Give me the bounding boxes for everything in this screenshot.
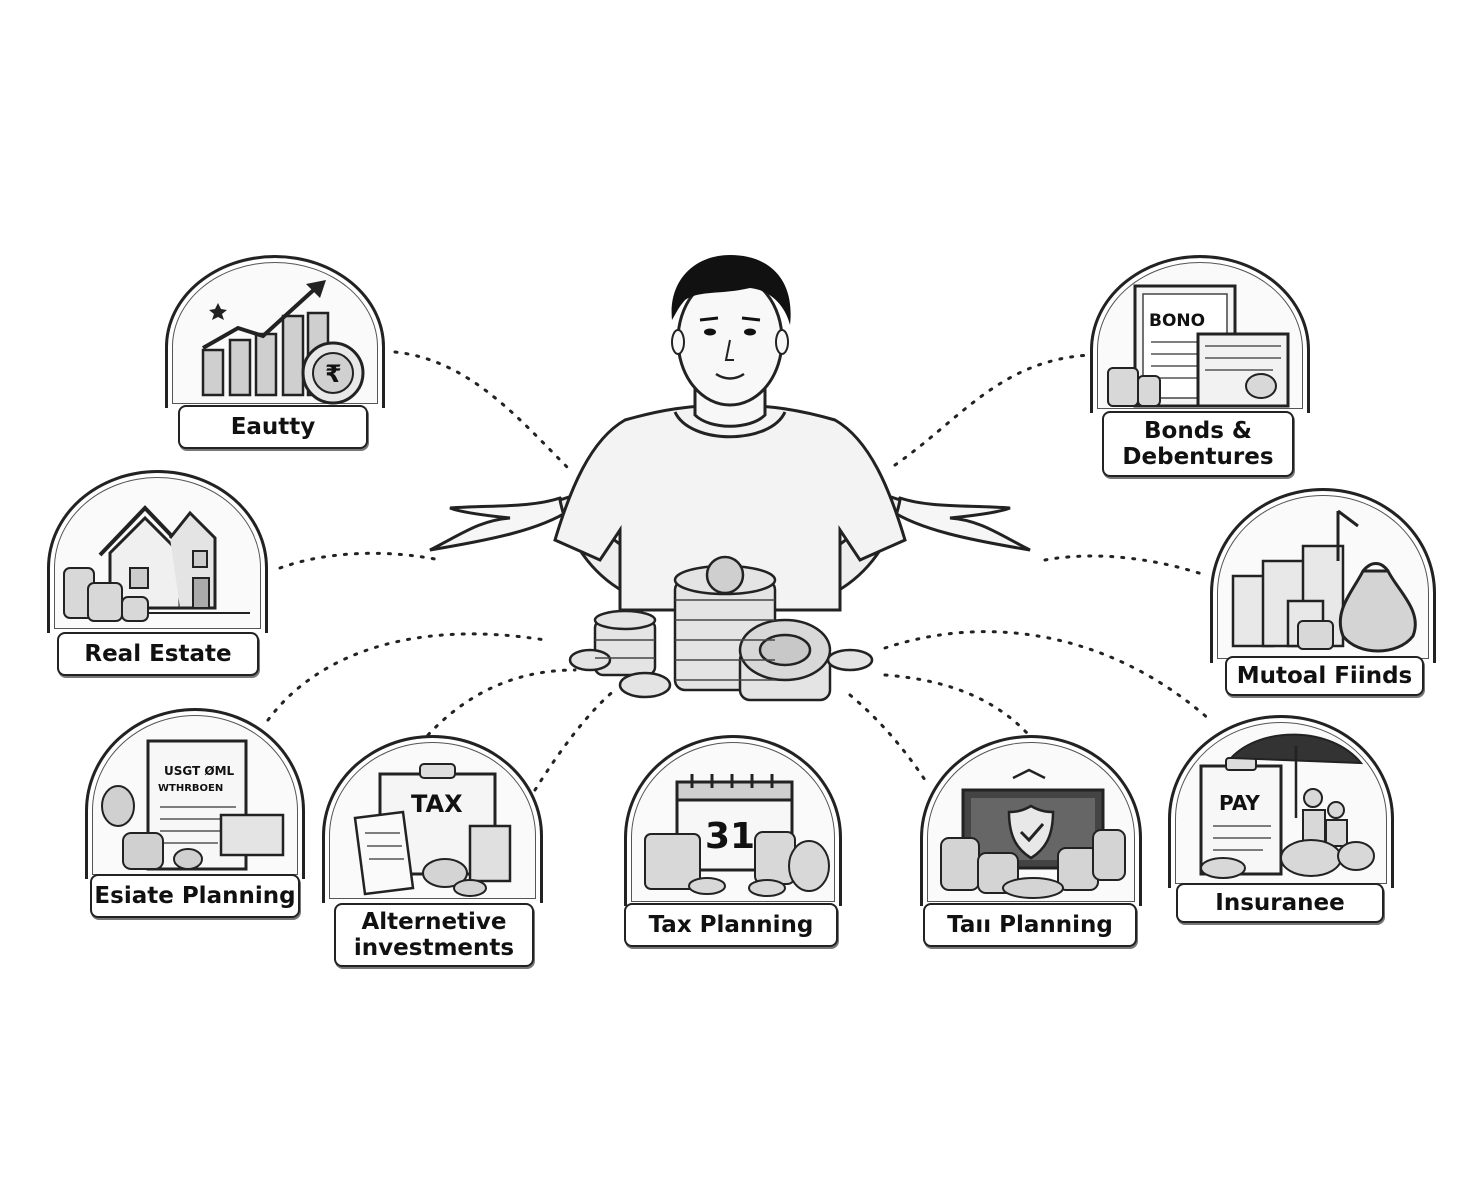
node-insurance: PAY Insuranee [1168, 715, 1394, 930]
label-tax-planning: Tax Planning [624, 903, 838, 947]
label-mutual-funds: Mutoal Fiinds [1225, 656, 1424, 696]
bond-certificate-icon: BONO [1090, 255, 1310, 413]
node-tail-planning: Taıı Planning [920, 735, 1142, 950]
label-insurance: Insuranee [1176, 883, 1384, 923]
umbrella-family-icon: PAY [1168, 715, 1394, 888]
node-tax-planning: 31 Tax Planning [622, 735, 842, 950]
insurance-doc-text: PAY [1219, 791, 1260, 815]
estate-doc-line2: WTHRBOEN [158, 783, 223, 794]
equity-label: Eautty [230, 414, 316, 440]
connector-alternative [426, 668, 577, 737]
connector-equity [393, 350, 572, 472]
estate-planning-label: Esiate Planning [94, 883, 296, 909]
alternative-label-line1: Alternetive [361, 909, 507, 935]
node-real-estate: Real Estate [47, 470, 268, 680]
alt-doc-text: TAX [411, 790, 463, 818]
node-mutual-funds: Mutoal Fiinds [1210, 488, 1436, 703]
connector-mutual-funds [1043, 554, 1207, 577]
label-alternative-investments: Alternetive investments [334, 903, 534, 967]
calendar-day: 31 [705, 816, 755, 857]
tax-clipboard-icon: TAX [322, 735, 543, 903]
will-document-icon: USGT ØML WTHRBOEN [85, 708, 305, 879]
tax-planning-label: Tax Planning [648, 912, 814, 938]
bonds-label-line1: Bonds & [1144, 418, 1252, 444]
rising-bar-chart-coin-icon: ₹ [165, 255, 385, 408]
calendar-coins-icon: 31 [624, 735, 842, 906]
node-equity: ₹ Eautty [165, 255, 385, 455]
connector-bonds [893, 353, 1092, 467]
connector-real-estate [278, 551, 442, 570]
node-bonds: BONO Bonds & Debentures [1090, 255, 1310, 485]
label-real-estate: Real Estate [57, 632, 259, 676]
shield-chest-icon [920, 735, 1142, 906]
bonds-label-line2: Debentures [1122, 444, 1274, 470]
alternative-label-line2: investments [353, 935, 515, 961]
estate-doc-line1: USGT ØML [164, 764, 235, 778]
mutual-funds-label: Mutoal Fiinds [1236, 663, 1413, 689]
svg-text:₹: ₹ [325, 360, 342, 388]
tail-planning-label: Taıı Planning [947, 912, 1113, 938]
person-with-coins-icon [429, 255, 1031, 702]
label-equity: Eautty [178, 405, 368, 449]
house-coins-icon [47, 470, 268, 633]
bond-doc-text: BONO [1149, 311, 1205, 331]
real-estate-label: Real Estate [84, 641, 232, 667]
node-estate-planning: USGT ØML WTHRBOEN Esiate Planning [85, 708, 305, 923]
connector-estate-planning [266, 632, 547, 722]
money-bag-boxes-icon [1210, 488, 1436, 663]
label-bonds: Bonds & Debentures [1102, 411, 1294, 477]
connector-tail-planning [883, 673, 1037, 744]
node-alternative-investments: TAX Alternetive investments [322, 735, 543, 970]
connector-tax-planning-b [848, 693, 927, 782]
label-tail-planning: Taıı Planning [923, 903, 1137, 947]
insurance-label: Insuranee [1215, 890, 1345, 916]
label-estate-planning: Esiate Planning [90, 874, 300, 918]
